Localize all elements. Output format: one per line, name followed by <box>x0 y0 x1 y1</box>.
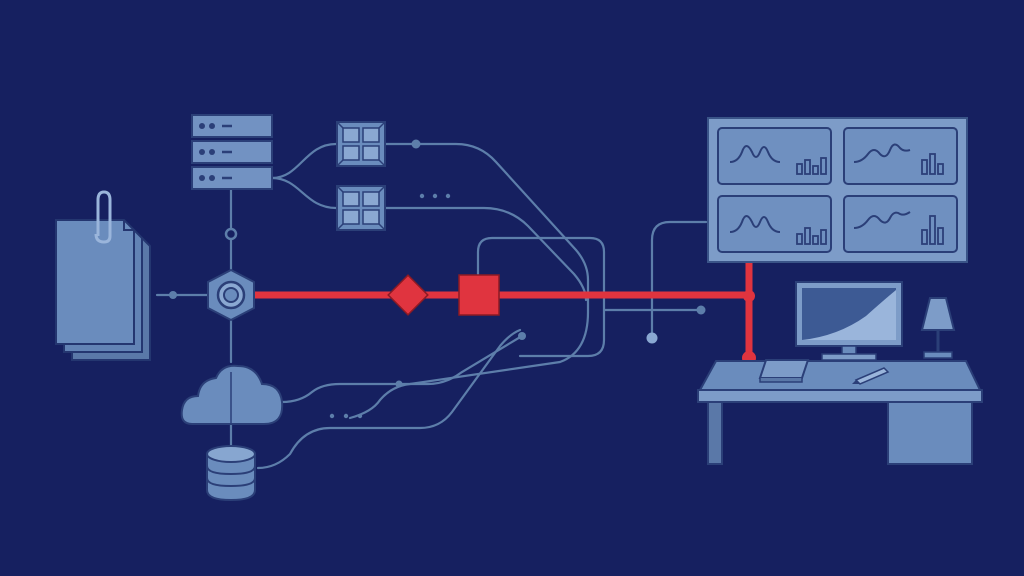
desk-lamp-icon <box>920 297 956 359</box>
dashboard-panel <box>843 127 958 185</box>
server-unit <box>191 140 273 164</box>
junction-dot <box>518 332 526 340</box>
connector-lines <box>155 142 708 470</box>
dashboard-panel <box>717 127 832 185</box>
document-stack-icon <box>55 190 151 361</box>
connector-to-monitors <box>650 220 708 340</box>
hexagon-hub-icon <box>207 268 255 322</box>
connector-database-route <box>256 328 522 470</box>
dashboard-panel <box>717 195 832 253</box>
pen-icon <box>852 367 890 385</box>
junction-dot <box>696 305 706 315</box>
junction-dot <box>411 139 421 149</box>
ellipsis-dot <box>432 193 438 199</box>
connector-processor-a-route <box>348 142 590 420</box>
ellipsis-dot <box>419 193 425 199</box>
junction-dot <box>646 332 658 344</box>
connector-server-to-processor-b <box>270 176 338 210</box>
ellipsis-dot <box>357 413 363 419</box>
processor-chip-icon <box>336 185 386 231</box>
connector-dots <box>169 139 706 419</box>
paperclip-icon <box>94 190 112 244</box>
notebook-icon <box>758 359 810 383</box>
server-unit <box>191 114 273 138</box>
highlight-path <box>255 262 753 358</box>
desk-drawer <box>887 401 973 465</box>
dashboard-screens-icon <box>707 117 968 263</box>
desk-top <box>698 360 982 391</box>
server-rack-icon <box>191 114 273 190</box>
desk-leg <box>707 401 723 465</box>
decision-diamond-icon <box>387 274 429 316</box>
connector-loop <box>476 236 606 358</box>
computer-monitor-icon <box>795 281 903 361</box>
ellipsis-dot <box>329 413 335 419</box>
ellipsis-dot <box>445 193 451 199</box>
database-icon <box>206 445 256 502</box>
cloud-icon <box>180 364 284 425</box>
server-unit <box>191 166 273 190</box>
process-square-icon <box>458 274 500 316</box>
connector-cloud-route <box>280 334 524 404</box>
junction-dot <box>169 291 177 299</box>
desk-edge <box>697 389 983 403</box>
processor-chip-icon <box>336 121 386 167</box>
junction-dot <box>395 380 403 388</box>
desk-workstation-icon <box>697 281 983 465</box>
junction-dot <box>224 227 238 241</box>
connector-server-to-processor-a <box>270 142 338 180</box>
ellipsis-dot <box>343 413 349 419</box>
dashboard-panel <box>843 195 958 253</box>
highlight-junction <box>743 290 755 302</box>
